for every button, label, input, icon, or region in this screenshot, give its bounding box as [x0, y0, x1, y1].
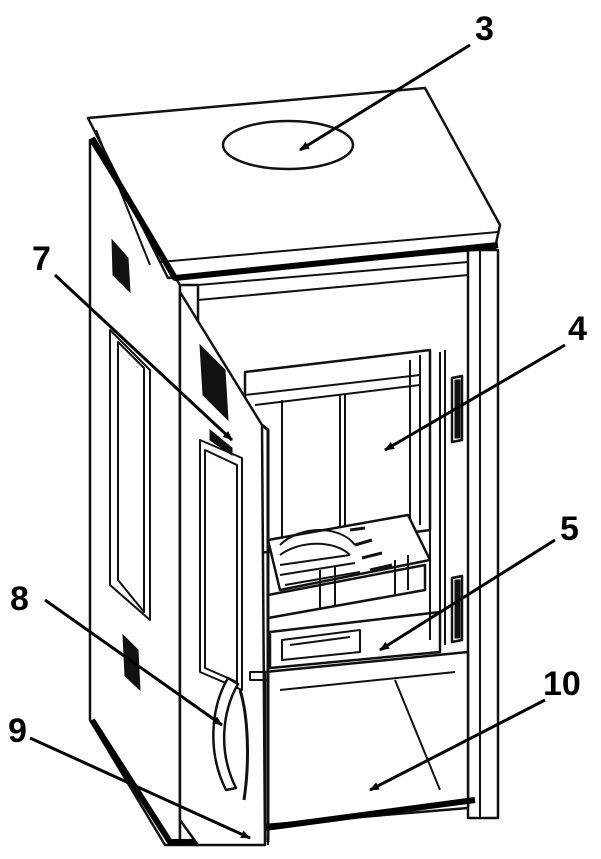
- leader-lines: [29, 43, 566, 840]
- callout-7: 7: [32, 240, 51, 278]
- stove-top: [86, 86, 502, 280]
- callout-5: 5: [560, 510, 579, 548]
- callout-9: 9: [8, 712, 27, 750]
- stove-body: [86, 86, 502, 847]
- stove-door: [178, 290, 270, 847]
- callout-4: 4: [568, 310, 587, 348]
- ash-drawer: [268, 610, 442, 670]
- callout-8: 8: [10, 580, 29, 618]
- flue-outlet: [221, 119, 355, 171]
- callout-10: 10: [543, 665, 581, 703]
- door-handle: [212, 676, 240, 792]
- callout-3: 3: [475, 10, 494, 48]
